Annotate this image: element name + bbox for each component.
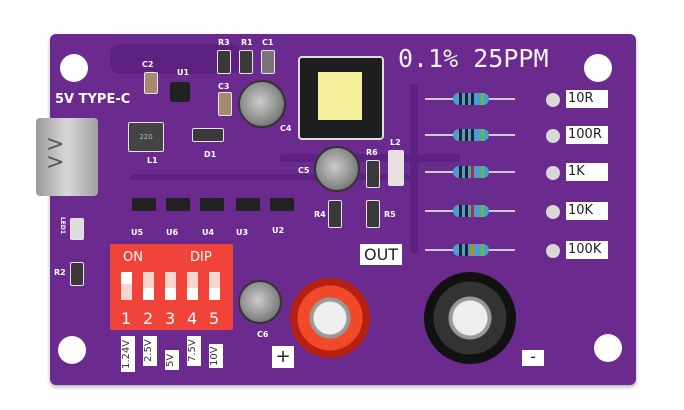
- capacitor-c1: [261, 50, 275, 74]
- dip-number-5: 5: [209, 309, 220, 328]
- dip-number-4: 4: [187, 309, 198, 328]
- test-pad[interactable]: [546, 129, 560, 143]
- dip-switch-4[interactable]: [187, 272, 198, 300]
- inductor-l1: 220: [128, 122, 164, 152]
- resistor-r2: [70, 262, 84, 286]
- label-r4: R4: [314, 210, 326, 219]
- resistor-label-10k: 10K: [566, 202, 608, 220]
- resistor-r3: [217, 50, 231, 74]
- plus-label: +: [272, 346, 294, 368]
- label-u3: U3: [236, 228, 249, 237]
- test-pad[interactable]: [546, 166, 560, 180]
- diode-d1: [192, 128, 224, 142]
- ic-u5: [132, 198, 156, 211]
- ic-u6: [166, 198, 190, 211]
- reference-resistor-100r: [425, 129, 515, 141]
- label-c2: C2: [142, 60, 154, 69]
- dip-on-label: ON: [123, 250, 143, 265]
- ic-u1: [170, 82, 190, 102]
- dip-switch-2[interactable]: [143, 272, 154, 300]
- resistor-r6: [366, 160, 380, 188]
- dip-number-2: 2: [143, 309, 154, 328]
- resistor-label-100r: 100R: [566, 126, 608, 144]
- label-l2: L2: [390, 138, 401, 147]
- ic-u2: [270, 198, 294, 211]
- label-c4: C4: [280, 124, 292, 133]
- resistor-r5: [366, 200, 380, 228]
- label-u1: U1: [177, 68, 190, 77]
- dip-switch-1[interactable]: [121, 272, 132, 300]
- label-u2: U2: [272, 226, 285, 235]
- voltage-label-5: 10V: [209, 344, 223, 368]
- ic-u4: [200, 198, 224, 211]
- mount-hole: [584, 54, 612, 82]
- test-pad[interactable]: [546, 205, 560, 219]
- label-r6: R6: [366, 148, 378, 157]
- capacitor-c6: [238, 280, 282, 324]
- voltage-label-3: 5V: [165, 350, 179, 370]
- mount-hole: [60, 54, 88, 82]
- resistor-label-10r: 10R: [566, 90, 608, 108]
- resistor-label-100k: 100K: [566, 241, 608, 259]
- label-r3: R3: [218, 38, 230, 47]
- input-label: 5V TYPE-C: [55, 92, 131, 107]
- capacitor-c5: [314, 146, 360, 192]
- resistor-r4: [328, 200, 342, 228]
- mount-hole: [58, 336, 86, 364]
- reference-resistor-100k: [425, 244, 515, 256]
- capacitor-c4: [238, 80, 286, 128]
- label-r1: R1: [241, 38, 253, 47]
- out-label: OUT: [360, 244, 403, 265]
- test-pad[interactable]: [546, 93, 560, 107]
- label-c3: C3: [218, 82, 230, 91]
- dip-number-1: 1: [121, 309, 132, 328]
- dip-switch-3[interactable]: [165, 272, 176, 300]
- dip-label: DIP: [190, 250, 212, 265]
- negative-terminal[interactable]: [424, 272, 516, 364]
- label-r5: R5: [384, 210, 396, 219]
- reference-resistor-10k: [425, 205, 515, 217]
- reference-resistor-1k: [425, 166, 515, 178]
- capacitor-c2: [144, 72, 158, 94]
- dip-switch-5[interactable]: [209, 272, 220, 300]
- label-led1: LED1: [59, 216, 67, 235]
- positive-terminal[interactable]: [290, 278, 370, 358]
- label-c5: C5: [298, 166, 310, 175]
- label-c1: C1: [262, 38, 274, 47]
- inductor-l2: [388, 150, 404, 186]
- capacitor-c3: [218, 92, 232, 116]
- led1: [70, 218, 84, 240]
- test-pad[interactable]: [546, 244, 560, 258]
- label-u4: U4: [202, 228, 215, 237]
- resistor-label-1k: 1K: [566, 163, 608, 181]
- label-l1: L1: [147, 156, 158, 165]
- voltage-label-4: 7.5V: [187, 336, 201, 366]
- label-u6: U6: [166, 228, 179, 237]
- usb-c-connector[interactable]: >>: [36, 118, 98, 196]
- dip-number-3: 3: [165, 309, 176, 328]
- label-d1: D1: [204, 150, 217, 159]
- label-c6: C6: [257, 330, 269, 339]
- label-u5: U5: [131, 228, 144, 237]
- ic-u3: [236, 198, 260, 211]
- label-r2: R2: [54, 268, 66, 277]
- reference-resistor-10r: [425, 93, 515, 105]
- power-inductor: [298, 56, 384, 140]
- minus-label: -: [522, 349, 544, 366]
- mount-hole: [594, 334, 622, 362]
- voltage-label-1: 1.24V: [121, 336, 135, 372]
- resistor-r1: [239, 50, 253, 74]
- voltage-label-2: 2.5V: [143, 336, 157, 366]
- board-title: 0.1% 25PPM: [398, 44, 549, 73]
